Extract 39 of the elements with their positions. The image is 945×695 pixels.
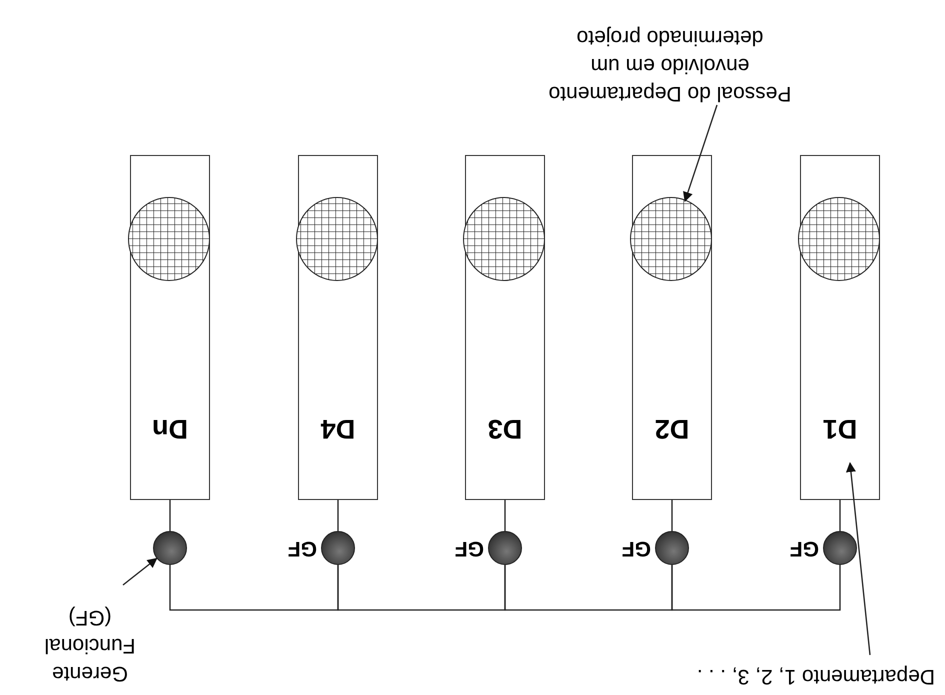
connector-line	[671, 565, 841, 611]
department-label: D2	[654, 413, 690, 446]
manager-dot	[655, 531, 689, 565]
hatched-circle	[128, 197, 210, 281]
annotation-text: Gerente Funcional (GF)	[43, 605, 137, 687]
manager-label: GF	[288, 536, 317, 561]
leader-arrow	[683, 104, 718, 202]
connector-line	[671, 500, 673, 531]
annotation-text: Departamento 1, 2, 3, . . .	[696, 664, 935, 690]
manager-dot	[488, 531, 522, 565]
hatched-circle	[630, 197, 712, 281]
leader-arrow	[846, 462, 871, 656]
connector-line	[504, 500, 506, 531]
department-label: D3	[486, 413, 524, 446]
manager-dot	[823, 531, 857, 565]
department-column	[465, 155, 545, 500]
hatched-circle	[296, 197, 378, 281]
department-column	[298, 155, 378, 500]
manager-dot	[321, 531, 355, 565]
annotation-text: Pessoal do Departamento envolvido em um determinado projeto	[548, 25, 792, 107]
connector-line	[504, 565, 673, 611]
connector-line	[337, 565, 506, 611]
manager-dot	[153, 531, 187, 565]
department-label: Dn	[151, 413, 189, 446]
department-column	[130, 155, 210, 500]
department-label: D1	[822, 413, 858, 446]
connector-line	[337, 500, 339, 531]
hatched-circle	[463, 197, 545, 281]
manager-label: GF	[790, 536, 819, 561]
connector-line	[169, 565, 339, 611]
leader-arrow	[122, 558, 158, 586]
department-column	[800, 155, 880, 500]
connector-line	[839, 500, 841, 531]
manager-label: GF	[454, 536, 484, 561]
department-label: D4	[320, 413, 356, 446]
manager-label: GF	[622, 536, 651, 561]
department-column	[632, 155, 712, 500]
hatched-circle	[798, 197, 880, 281]
connector-line	[169, 500, 171, 531]
